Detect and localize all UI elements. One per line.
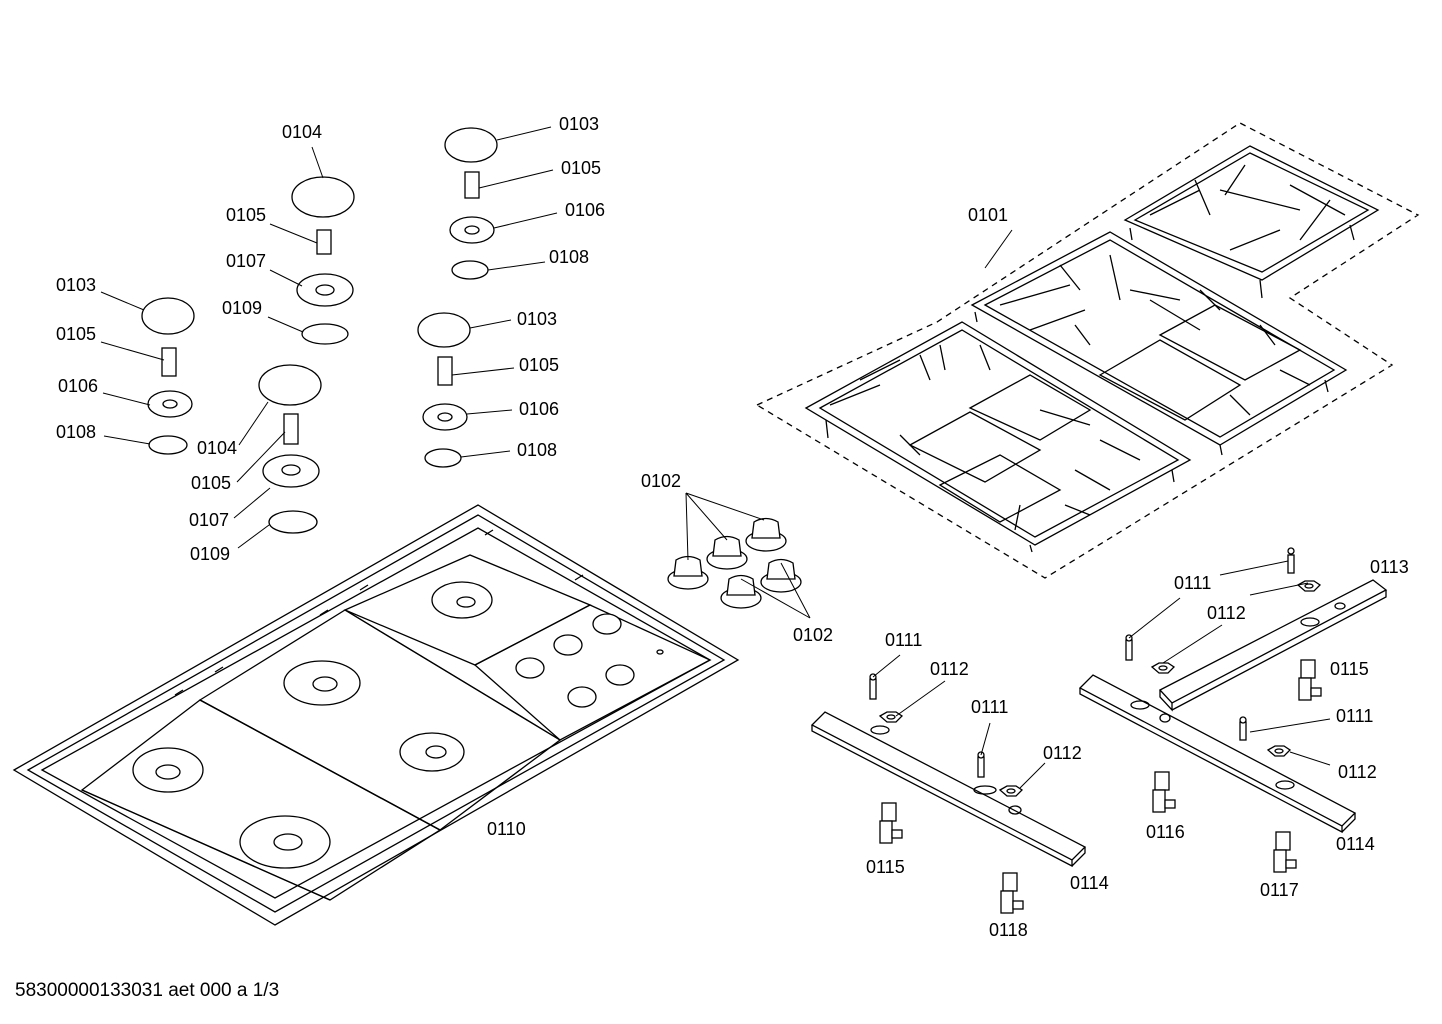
label-0105-e: 0105 xyxy=(519,355,559,375)
label-0110: 0110 xyxy=(487,819,526,839)
label-0111-c: 0111 xyxy=(1174,573,1211,593)
grate-small xyxy=(1123,145,1380,299)
part-labels: 0101 0102 0102 0104 0105 0107 0109 0103 … xyxy=(56,114,1409,940)
label-0109-bottom: 0109 xyxy=(190,544,230,564)
label-0115-b: 0115 xyxy=(1330,659,1369,679)
control-knobs-0102 xyxy=(667,517,802,609)
pan-supports-0101 xyxy=(755,122,1420,579)
label-0107-top: 0107 xyxy=(226,251,266,271)
injector-0118 xyxy=(1000,872,1024,914)
hob-top-0110 xyxy=(12,504,740,926)
grate-large xyxy=(804,321,1192,553)
leader-lines xyxy=(100,126,1331,789)
label-0106-d: 0106 xyxy=(565,200,605,220)
label-0105-d: 0105 xyxy=(561,158,601,178)
label-0101: 0101 xyxy=(968,205,1008,225)
label-0111-d: 0111 xyxy=(1336,706,1373,726)
label-0105-c: 0105 xyxy=(191,473,231,493)
label-0114-b: 0114 xyxy=(1336,834,1375,854)
burner-seat xyxy=(132,581,493,869)
label-0104-top: 0104 xyxy=(282,122,322,142)
label-0114-a: 0114 xyxy=(1070,873,1109,893)
label-0103-d: 0103 xyxy=(559,114,599,134)
injector-0115b xyxy=(1298,659,1322,701)
label-0108-e: 0108 xyxy=(517,440,557,460)
label-0103-a: 0103 xyxy=(56,275,96,295)
injector-0115a xyxy=(879,802,903,844)
burner-parts xyxy=(141,127,498,534)
label-0116: 0116 xyxy=(1146,822,1185,842)
label-0108-a: 0108 xyxy=(56,422,96,442)
injector-0116 xyxy=(1152,771,1176,813)
label-0106-e: 0106 xyxy=(519,399,559,419)
label-0112-c: 0112 xyxy=(1207,603,1246,623)
label-0102-top: 0102 xyxy=(641,471,681,491)
label-0102-bottom: 0102 xyxy=(793,625,833,645)
injector-0117 xyxy=(1273,831,1297,873)
label-0113: 0113 xyxy=(1370,557,1409,577)
label-0112-a: 0112 xyxy=(930,659,969,679)
knob-holes xyxy=(515,613,664,708)
label-0109-top: 0109 xyxy=(222,298,262,318)
small-fittings xyxy=(869,547,1322,914)
label-0117: 0117 xyxy=(1260,880,1299,900)
label-0105-a: 0105 xyxy=(56,324,96,344)
label-0103-e: 0103 xyxy=(517,309,557,329)
label-0112-d: 0112 xyxy=(1338,762,1377,782)
label-0111-a: 0111 xyxy=(885,630,922,650)
label-0111-b: 0111 xyxy=(971,697,1008,717)
label-0108-d: 0108 xyxy=(549,247,589,267)
label-0104-bottom: 0104 xyxy=(197,438,237,458)
label-0112-b: 0112 xyxy=(1043,743,1082,763)
label-0105-b: 0105 xyxy=(226,205,266,225)
grate-middle xyxy=(970,231,1348,456)
label-0107-bottom: 0107 xyxy=(189,510,229,530)
gas-rails xyxy=(810,579,1388,868)
label-0115-a: 0115 xyxy=(866,857,905,877)
label-0106-a: 0106 xyxy=(58,376,98,396)
drawing-reference: 58300000133031 aet 000 a 1/3 xyxy=(15,980,280,1001)
label-0118: 0118 xyxy=(989,920,1028,940)
